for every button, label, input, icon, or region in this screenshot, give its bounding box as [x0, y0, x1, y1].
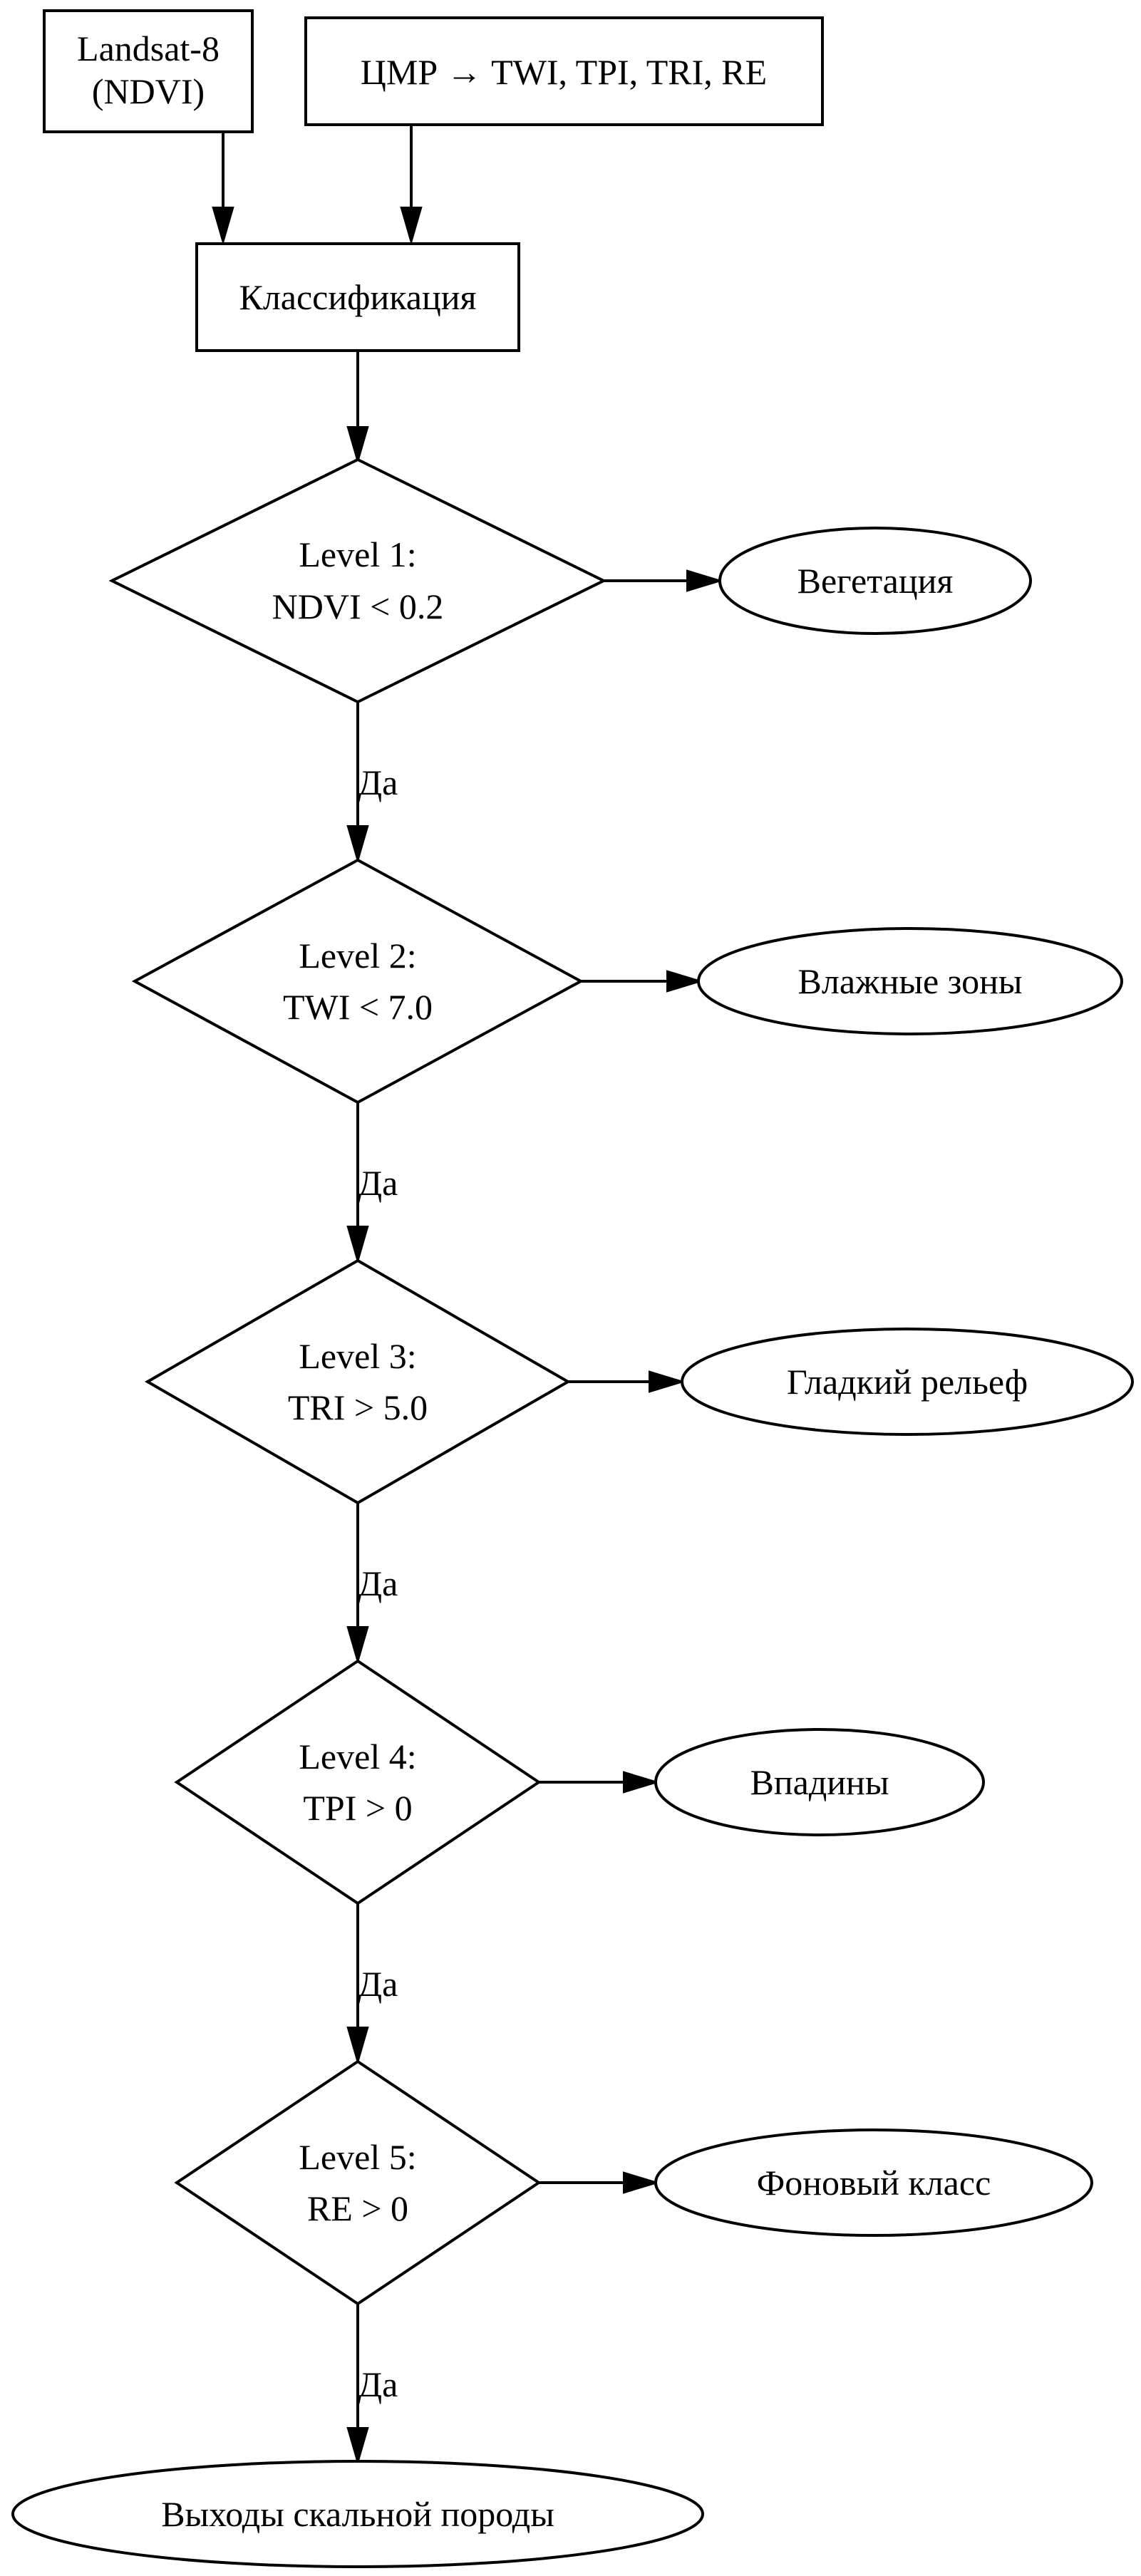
outcome-level-5: Фоновый класс	[654, 2128, 1093, 2237]
node-final-label: Выходы скальной породы	[161, 2494, 554, 2534]
outcome-level-5-label: Фоновый класс	[757, 2163, 991, 2203]
outcome-level-1: Вегетация	[718, 527, 1032, 635]
edge-level-1-yes: Да	[346, 702, 398, 864]
outcome-level-3: Гладкий рельеф	[681, 1328, 1134, 1436]
decision-level-5-line-1: Level 5:	[299, 2137, 416, 2177]
decision-level-1-line-1: Level 1:	[299, 534, 416, 574]
node-landsat-line-1: Landsat-8	[77, 29, 220, 68]
outcome-level-1-label: Вегетация	[797, 561, 954, 601]
edge-level-2-yes: Да	[346, 1102, 398, 1265]
outcome-level-4-label: Впадины	[750, 1762, 889, 1802]
edge-level-3-to-outcome	[568, 1370, 686, 1393]
decision-level-2: Level 2: TWI < 7.0	[131, 858, 584, 1105]
node-landsat: Landsat-8 (NDVI)	[43, 9, 254, 133]
decision-level-1: Level 1: NDVI < 0.2	[108, 457, 607, 704]
edge-level-5-to-outcome	[539, 2171, 660, 2194]
decision-level-5-line-2: RE > 0	[307, 2188, 408, 2228]
decision-level-2-line-1: Level 2:	[299, 936, 416, 976]
edge-level-1-to-outcome	[604, 569, 723, 592]
node-dem: ЦМР → TWI, TPI, TRI, RE	[304, 16, 824, 126]
outcome-level-4: Впадины	[654, 1728, 985, 1836]
decision-level-4-line-1: Level 4:	[299, 1737, 416, 1776]
decision-level-1-line-2: NDVI < 0.2	[272, 586, 444, 626]
edge-level-3-yes: Да	[346, 1503, 398, 1665]
edge-level-2-yes-label: Да	[358, 1163, 398, 1203]
decision-level-4-line-2: TPI > 0	[303, 1788, 412, 1828]
outcome-level-3-label: Гладкий рельеф	[787, 1362, 1028, 1402]
edge-landsat-to-classification	[212, 132, 234, 246]
outcome-level-2: Влажные зоны	[697, 927, 1123, 1035]
node-classification: Классификация	[195, 242, 520, 352]
edge-level-4-yes: Да	[346, 1903, 398, 2066]
edge-level-2-to-outcome	[581, 970, 703, 993]
edge-level-4-to-outcome	[539, 1771, 660, 1794]
edge-classification-to-level-1	[346, 351, 369, 465]
edge-level-5-yes: Да	[346, 2304, 398, 2466]
decision-level-5: Level 5: RE > 0	[174, 2059, 542, 2306]
decision-level-3: Level 3: TRI > 5.0	[144, 1258, 572, 1505]
node-classification-label: Классификация	[239, 277, 476, 317]
decision-level-3-line-2: TRI > 5.0	[288, 1387, 428, 1427]
node-landsat-line-2: (NDVI)	[92, 71, 205, 111]
decision-level-4: Level 4: TPI > 0	[174, 1659, 542, 1905]
edge-level-5-yes-label: Да	[358, 2364, 398, 2404]
node-dem-label: ЦМР → TWI, TPI, TRI, RE	[361, 52, 767, 92]
edge-level-1-yes-label: Да	[358, 762, 398, 802]
edge-dem-to-classification	[400, 125, 423, 246]
edge-level-4-yes-label: Да	[358, 1964, 398, 2004]
outcome-level-2-label: Влажные зоны	[798, 961, 1023, 1001]
decision-level-3-line-1: Level 3:	[299, 1336, 416, 1376]
edge-level-3-yes-label: Да	[358, 1563, 398, 1603]
decision-level-2-line-2: TWI < 7.0	[283, 987, 433, 1027]
node-final: Выходы скальной породы	[11, 2460, 704, 2568]
